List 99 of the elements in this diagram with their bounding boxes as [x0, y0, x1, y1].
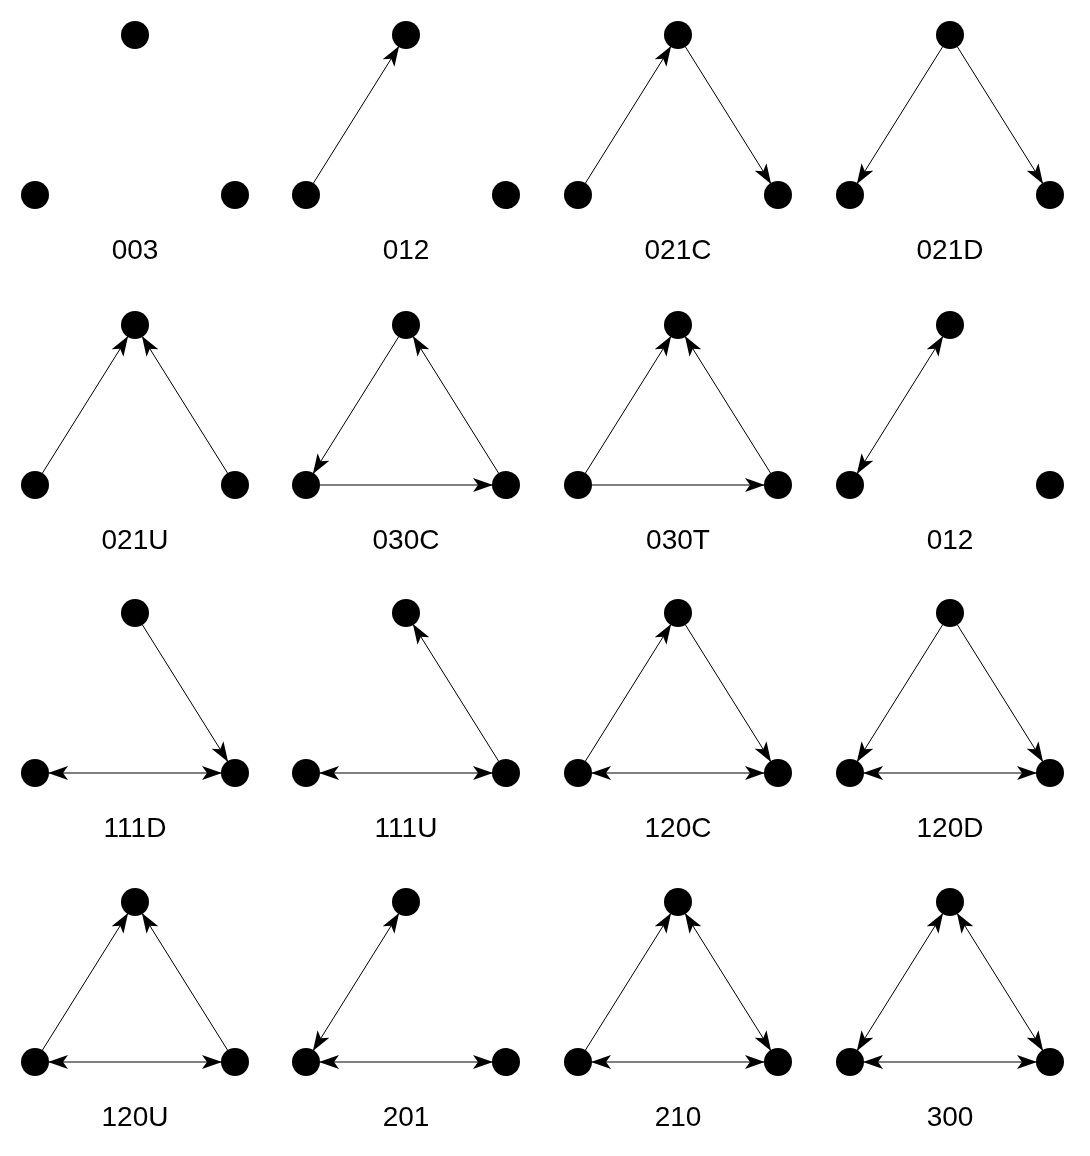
arrow	[684, 913, 772, 1051]
arrow	[141, 336, 229, 474]
node-circle	[221, 471, 249, 499]
arrow	[584, 336, 672, 474]
arrow	[863, 766, 1037, 780]
node-circle	[392, 21, 420, 49]
node-circle	[492, 1048, 520, 1076]
node-circle	[221, 759, 249, 787]
node-circle	[292, 181, 320, 209]
node-circle	[764, 471, 792, 499]
triad-code-label: 012	[925, 524, 975, 556]
arrow	[684, 46, 772, 184]
arrow	[856, 336, 944, 474]
arrow	[856, 913, 944, 1051]
arrow	[312, 913, 400, 1051]
arrow	[319, 766, 493, 780]
triad-code-label: 111U	[373, 812, 439, 844]
arrow	[48, 766, 222, 780]
node-circle	[221, 1048, 249, 1076]
node-circle	[292, 1048, 320, 1076]
triad-code-label: 030C	[371, 524, 441, 556]
triad-code-label: 030T	[645, 524, 711, 556]
arrow	[48, 1055, 222, 1069]
node-circle	[664, 21, 692, 49]
triad-code-label: 012	[381, 234, 431, 266]
node-circle	[121, 888, 149, 916]
node-circle	[836, 759, 864, 787]
node-circle	[1036, 471, 1064, 499]
triad-code-label: 120C	[643, 812, 713, 844]
arrow	[141, 913, 229, 1051]
triad-code-label: 021U	[100, 524, 170, 556]
node-circle	[392, 599, 420, 627]
node-circle	[936, 888, 964, 916]
node-circle	[492, 181, 520, 209]
triad-code-label: 021C	[643, 234, 713, 266]
arrow	[312, 46, 400, 184]
node-circle	[392, 311, 420, 339]
node-circle	[664, 599, 692, 627]
node-circle	[121, 21, 149, 49]
node-circle	[492, 471, 520, 499]
node-circle	[936, 599, 964, 627]
arrow	[584, 913, 672, 1051]
arrow	[41, 336, 129, 474]
arrow	[41, 913, 129, 1051]
arrow	[319, 1055, 493, 1069]
node-circle	[392, 888, 420, 916]
triad-code-label: 120D	[915, 812, 985, 844]
node-circle	[21, 471, 49, 499]
arrow	[956, 913, 1044, 1051]
node-circle	[564, 759, 592, 787]
node-circle	[221, 181, 249, 209]
node-circle	[121, 311, 149, 339]
node-circle	[564, 1048, 592, 1076]
node-circle	[121, 599, 149, 627]
node-circle	[292, 759, 320, 787]
triad-code-label: 120U	[100, 1101, 170, 1133]
triad-code-label: 210	[653, 1101, 703, 1133]
triad-code-label: 300	[925, 1101, 975, 1133]
arrow	[412, 624, 500, 762]
node-circle	[1036, 1048, 1064, 1076]
arrow	[584, 46, 672, 184]
arrow	[584, 624, 672, 762]
node-circle	[764, 181, 792, 209]
arrow	[956, 46, 1044, 184]
node-circle	[1036, 759, 1064, 787]
node-circle	[21, 1048, 49, 1076]
triad-code-label: 021D	[915, 234, 985, 266]
triad-code-label: 111D	[102, 812, 168, 844]
node-circle	[292, 471, 320, 499]
node-circle	[564, 471, 592, 499]
arrow	[856, 624, 944, 762]
triad-code-label: 003	[110, 234, 160, 266]
arrow	[591, 478, 765, 492]
node-circle	[1036, 181, 1064, 209]
arrow	[956, 624, 1044, 762]
triad-code-label: 201	[381, 1101, 431, 1133]
node-circle	[21, 759, 49, 787]
node-circle	[836, 1048, 864, 1076]
arrow	[863, 1055, 1037, 1069]
node-circle	[936, 21, 964, 49]
node-circle	[21, 181, 49, 209]
arrow	[591, 1055, 765, 1069]
node-circle	[836, 181, 864, 209]
arrow	[141, 624, 229, 762]
arrow	[312, 336, 400, 474]
arrow	[319, 478, 493, 492]
arrow	[684, 336, 772, 474]
node-circle	[764, 1048, 792, 1076]
node-circle	[764, 759, 792, 787]
arrow	[856, 46, 944, 184]
arrow	[591, 766, 765, 780]
node-circle	[664, 888, 692, 916]
node-circle	[836, 471, 864, 499]
arrow	[684, 624, 772, 762]
node-circle	[664, 311, 692, 339]
node-circle	[492, 759, 520, 787]
node-circle	[564, 181, 592, 209]
node-circle	[936, 311, 964, 339]
arrow	[412, 336, 500, 474]
